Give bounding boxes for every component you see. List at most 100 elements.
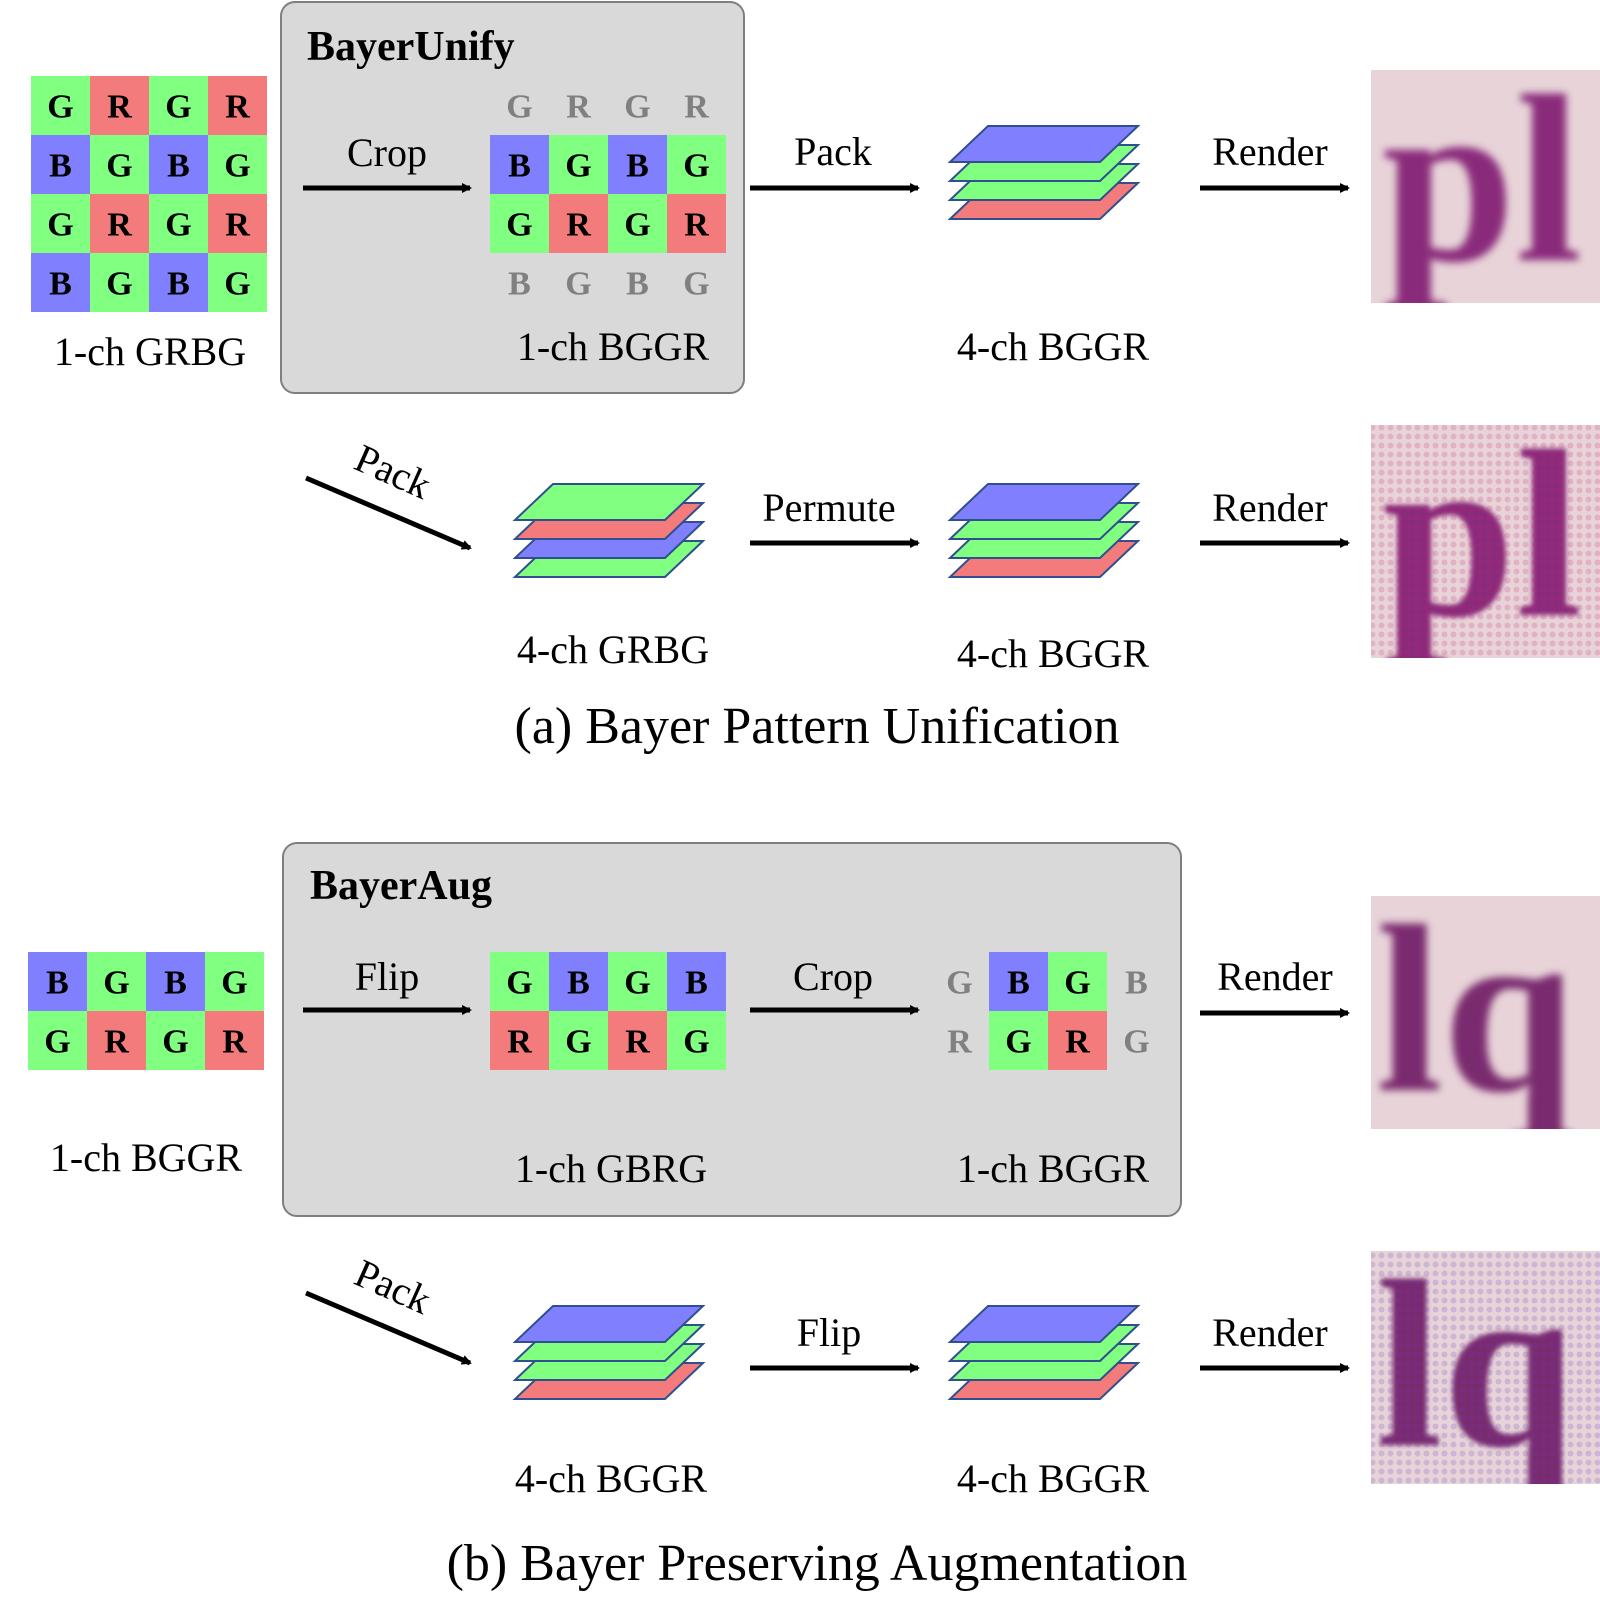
bayer-cell-letter: R xyxy=(625,1024,650,1061)
pack-arrow xyxy=(305,1290,472,1366)
bayer-cell-b xyxy=(989,952,1048,1011)
bayer-cell-letter: G xyxy=(103,965,129,1002)
crop-result-label: 1-ch BGGR xyxy=(517,324,710,369)
render1-label: Render xyxy=(1217,954,1333,999)
bayer-cell-letter: B xyxy=(49,148,72,185)
stack1-label: 4-ch BGGR xyxy=(957,324,1150,369)
bayer-cell-g xyxy=(208,135,267,194)
bayer-cell-g xyxy=(90,135,149,194)
bayer-cell-g xyxy=(146,1011,205,1070)
bayer-cell-g xyxy=(490,194,549,253)
bayer-cell-letter: B xyxy=(164,965,187,1002)
stack-4ch-grbg xyxy=(512,483,706,578)
crop-ghost-col-left: GR xyxy=(946,965,972,1061)
channel-layer-b xyxy=(947,1305,1141,1343)
crop-result-label: 1-ch BGGR xyxy=(957,1146,1150,1191)
channel-layer-b xyxy=(512,1305,706,1343)
stack2-label: 4-ch GRBG xyxy=(517,627,709,672)
pack-label: Pack xyxy=(794,129,872,174)
render1-label: Render xyxy=(1212,129,1328,174)
permute-label: Permute xyxy=(762,485,895,530)
bayer-cell-g xyxy=(31,194,90,253)
bayer-cell-b xyxy=(31,253,90,312)
bayer-cell-letter: B xyxy=(46,965,69,1002)
stack3-label: 4-ch BGGR xyxy=(957,631,1150,676)
bayer-cell-letter: G xyxy=(624,89,650,126)
bayer-cell-letter: B xyxy=(167,266,190,303)
bayer-cell-g xyxy=(1048,952,1107,1011)
bayer-cell-letter: G xyxy=(47,89,73,126)
bayer-cell-g xyxy=(208,253,267,312)
bayer-cell-letter: R xyxy=(566,207,591,244)
bayer-cell-g xyxy=(28,1011,87,1070)
bayer-cell-letter: B xyxy=(567,965,590,1002)
bayer-cell-r xyxy=(667,194,726,253)
crop-label: Crop xyxy=(347,130,427,175)
bayer-cell-g xyxy=(549,135,608,194)
stack-4ch-bggr xyxy=(947,125,1141,220)
caption-b: (b) Bayer Preserving Augmentation xyxy=(447,1535,1188,1592)
bayer-cell-letter: R xyxy=(507,1024,532,1061)
pack-label: Pack xyxy=(348,1250,437,1323)
render1-output-image: pl xyxy=(1371,46,1600,312)
bayer-cell-letter: R xyxy=(225,207,250,244)
bayer-cell-r xyxy=(208,194,267,253)
bayer-cell-g xyxy=(31,76,90,135)
bayer-cell-r xyxy=(608,1011,667,1070)
bayer-cell-letter: G xyxy=(224,148,250,185)
bayer-cell-letter: G xyxy=(624,965,650,1002)
flip-result-label: 1-ch GBRG xyxy=(515,1146,707,1191)
bayer-cell-b xyxy=(149,135,208,194)
render2-label: Render xyxy=(1212,485,1328,530)
bayer-cell-g xyxy=(87,952,146,1011)
bayer-cell-r xyxy=(90,76,149,135)
bayer-cell-letter: R xyxy=(684,89,709,126)
bayer-cell-letter: R xyxy=(107,207,132,244)
bayer-cell-letter: G xyxy=(1005,1024,1031,1061)
channel-layer-b xyxy=(947,125,1141,163)
bayer-cell-letter: G xyxy=(106,266,132,303)
bayer-cell-g xyxy=(90,253,149,312)
bayer-cell-b xyxy=(667,952,726,1011)
render1-glyphs: pl xyxy=(1382,46,1582,312)
input-label: 1-ch BGGR xyxy=(50,1135,243,1180)
bayer-cell-letter: R xyxy=(947,1024,972,1061)
render1-output-image: lq xyxy=(1371,896,1600,1129)
flip2-label: Flip xyxy=(797,1310,861,1355)
stack-4ch-bggr-permuted xyxy=(947,483,1141,578)
bayer-cell-r xyxy=(87,1011,146,1070)
crop-ghost-col-right: BG xyxy=(1123,965,1149,1061)
bayer-cell-letter: G xyxy=(506,965,532,1002)
bayer-cell-b xyxy=(608,135,667,194)
bayer-cell-b xyxy=(31,135,90,194)
bayeraug-box xyxy=(282,842,1182,1217)
bayer-cell-g xyxy=(549,1011,608,1070)
bayer-cell-letter: G xyxy=(165,89,191,126)
bayer-cell-g xyxy=(989,1011,1048,1070)
bayer-cell-letter: R xyxy=(566,89,591,126)
bayer-cell-g xyxy=(667,135,726,194)
stack-4ch-bggr xyxy=(512,1305,706,1400)
bayer-cell-letter: B xyxy=(167,148,190,185)
bayer-cell-letter: B xyxy=(1125,965,1148,1002)
bayer-cell-letter: G xyxy=(47,207,73,244)
bayer-cell-letter: B xyxy=(508,148,531,185)
bayer-cell-r xyxy=(208,76,267,135)
bayer-cell-letter: G xyxy=(565,266,591,303)
stack1-label: 4-ch BGGR xyxy=(515,1456,708,1501)
bayer-cell-b xyxy=(149,253,208,312)
channel-layer-g xyxy=(512,483,706,521)
bayer-cell-letter: G xyxy=(1123,1024,1149,1061)
bayer-cell-letter: G xyxy=(106,148,132,185)
bayer-cell-letter: G xyxy=(44,1024,70,1061)
bayer-cell-letter: G xyxy=(683,1024,709,1061)
bayer-cell-letter: G xyxy=(162,1024,188,1061)
bayer-cell-g xyxy=(149,194,208,253)
bayer-cell-letter: G xyxy=(506,89,532,126)
